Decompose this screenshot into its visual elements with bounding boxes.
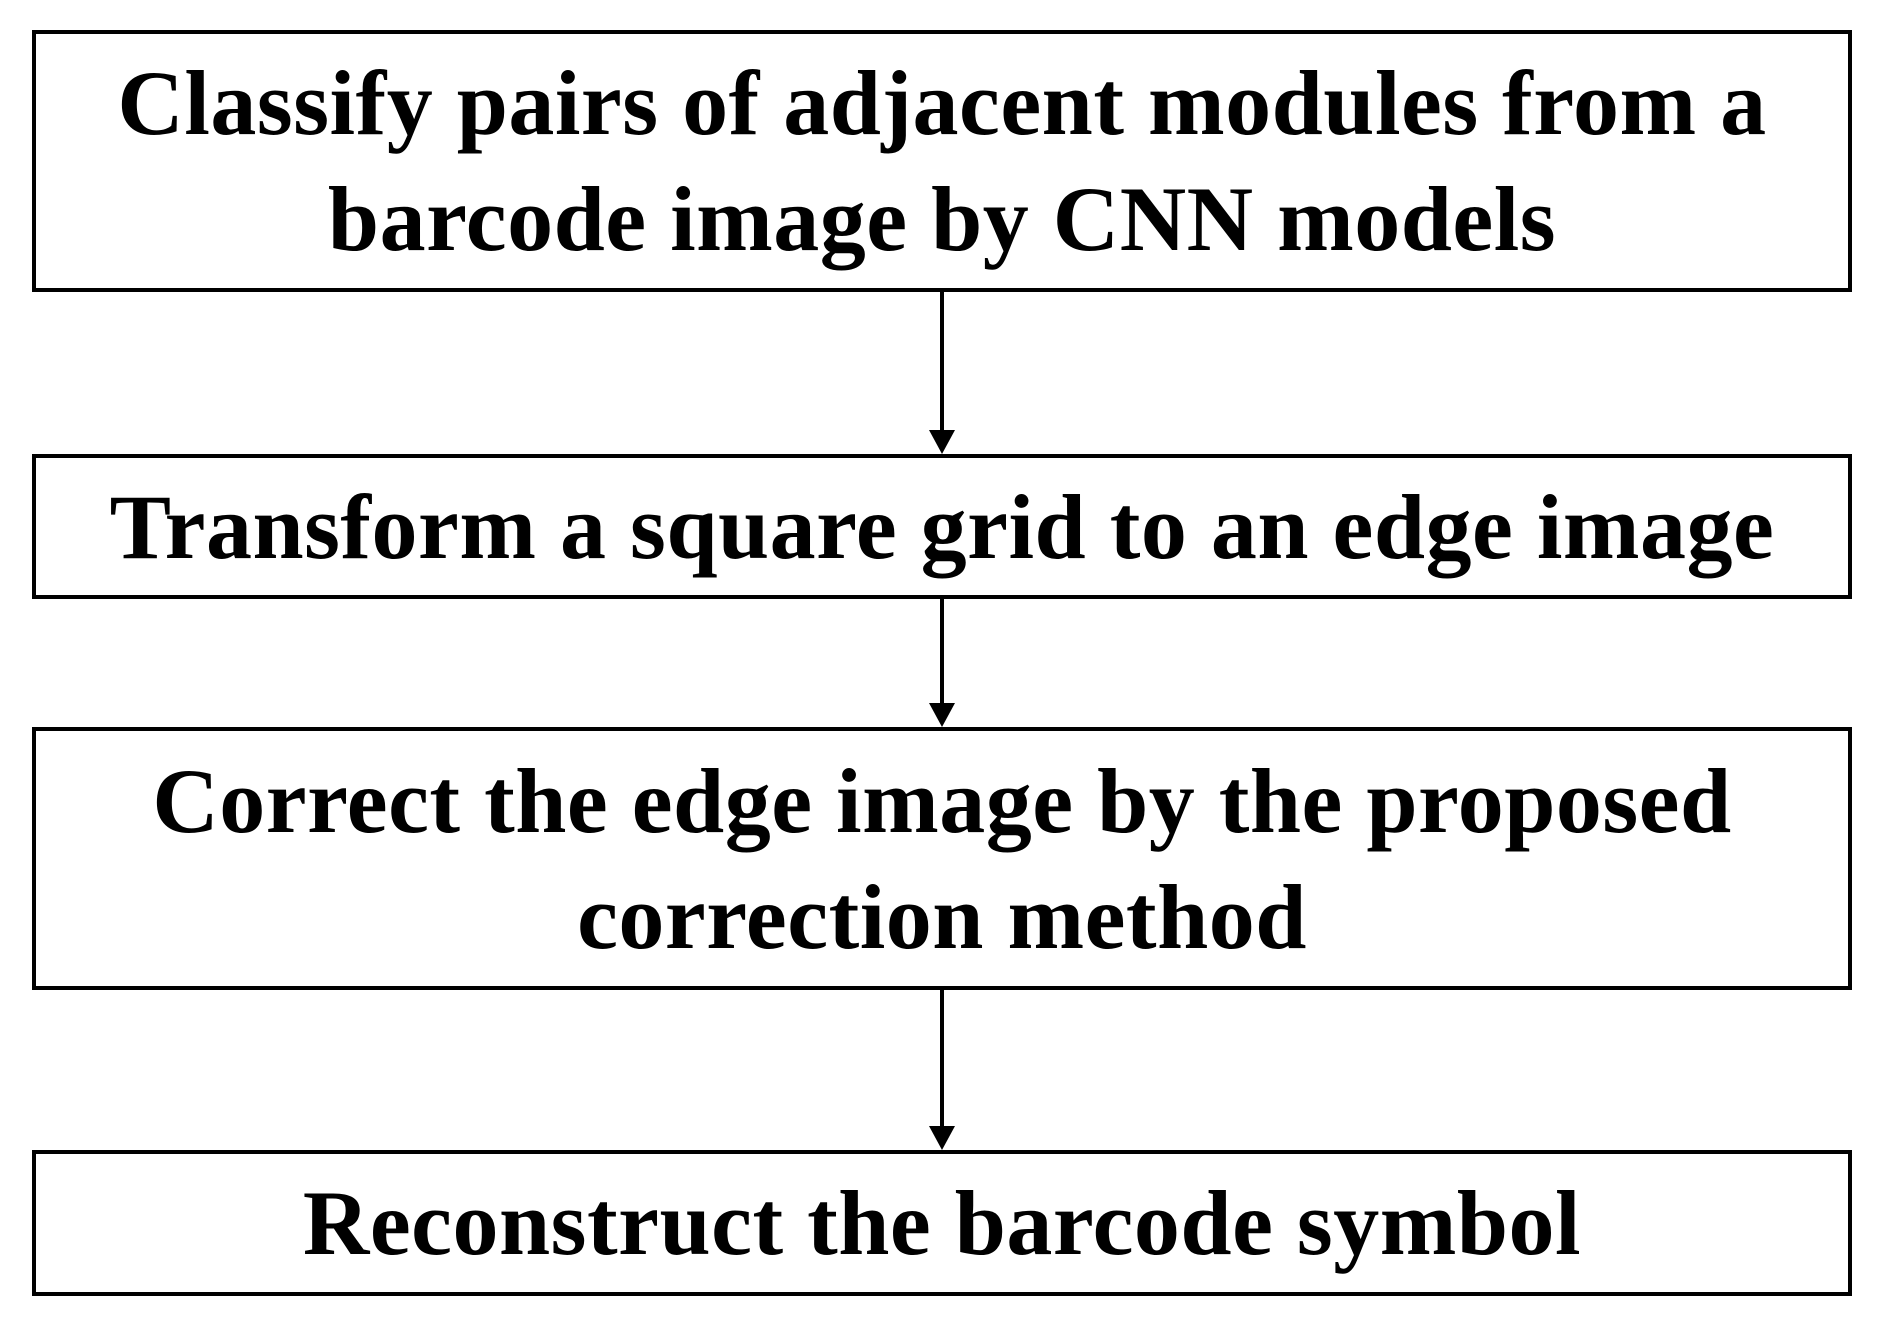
arrow-down-icon (929, 990, 955, 1150)
arrow-down-icon (929, 599, 955, 727)
arrow-head-icon (929, 703, 955, 727)
arrow-shaft (940, 599, 944, 705)
step-label-classify: Classify pairs of adjacent modules from … (117, 52, 1767, 270)
step-box-correct: Correct the edge image by the proposed c… (32, 727, 1852, 990)
arrow-head-icon (929, 430, 955, 454)
arrow-down-icon (929, 292, 955, 454)
step-box-classify: Classify pairs of adjacent modules from … (32, 30, 1852, 292)
step-label-transform: Transform a square grid to an edge image (109, 475, 1775, 578)
step-box-transform: Transform a square grid to an edge image (32, 454, 1852, 599)
arrow-shaft (940, 292, 944, 432)
step-label-reconstruct: Reconstruct the barcode symbol (302, 1172, 1582, 1274)
step-label-correct: Correct the edge image by the proposed c… (152, 749, 1732, 968)
step-box-reconstruct: Reconstruct the barcode symbol (32, 1150, 1852, 1296)
arrow-shaft (940, 990, 944, 1128)
arrow-head-icon (929, 1126, 955, 1150)
